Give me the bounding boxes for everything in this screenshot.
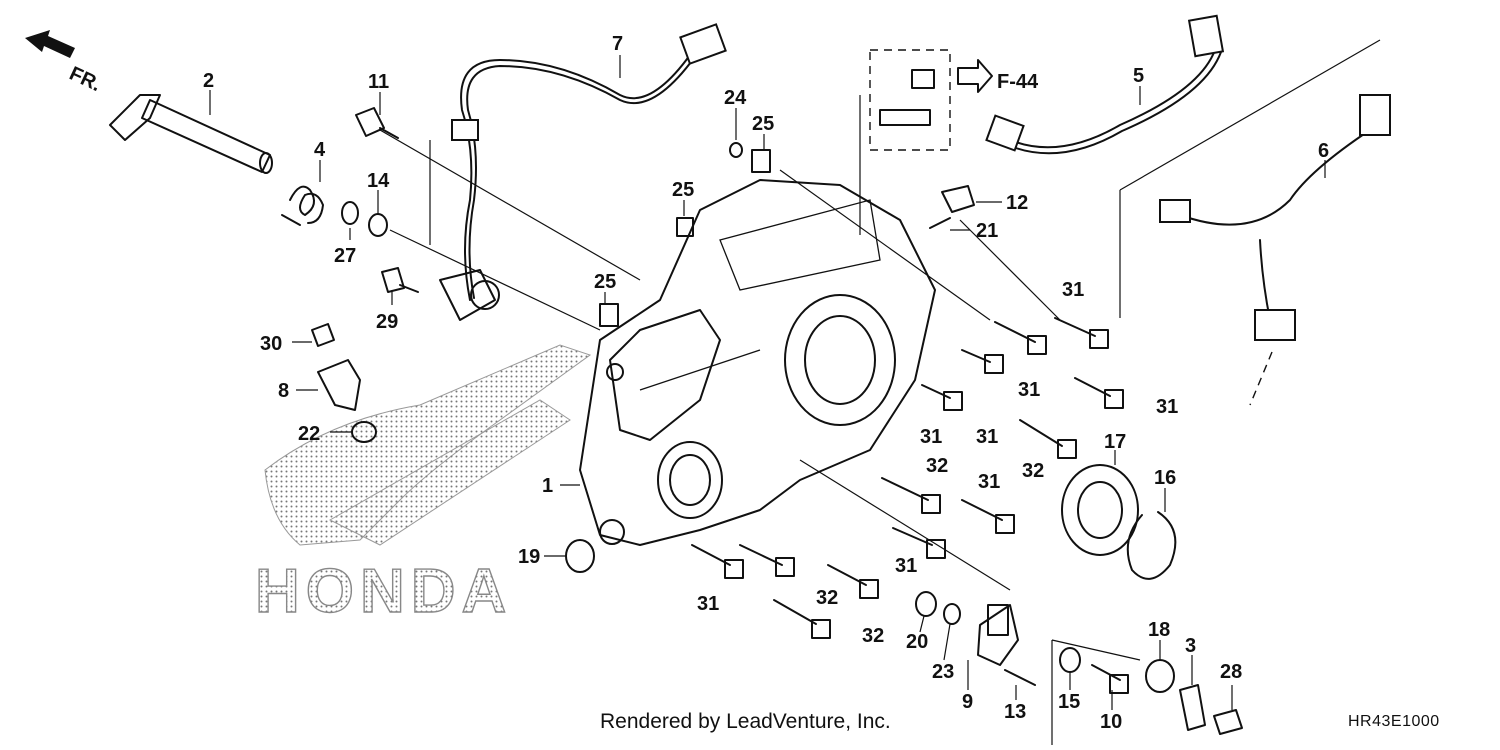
washer-26 xyxy=(341,201,359,225)
callout-21: 21 xyxy=(976,220,998,242)
plug-12 xyxy=(941,185,975,213)
render-credit: Rendered by LeadVenture, Inc. xyxy=(600,710,891,733)
callout-31-b: 31 xyxy=(1018,379,1040,401)
callout-10: 10 xyxy=(1100,711,1122,733)
callout-2: 2 xyxy=(203,70,214,92)
callout-8: 8 xyxy=(278,380,289,402)
callout-leaders xyxy=(209,55,1326,710)
wire-harness-7 xyxy=(439,23,727,321)
callout-6: 6 xyxy=(1318,140,1329,162)
reference-box: F-44 xyxy=(859,49,1039,235)
callout-30-b: 31 xyxy=(976,426,998,448)
callout-29: 30 xyxy=(260,333,282,355)
callout-labels: 2 4 11 14 27 29 30 8 22 7 24 25 25 25 1 … xyxy=(203,33,1329,733)
callout-11: 11 xyxy=(368,71,389,93)
callout-13: 13 xyxy=(1004,701,1026,723)
callout-25-middle: 25 xyxy=(672,179,694,201)
callout-14: 14 xyxy=(367,170,390,192)
honda-wing-watermark: HONDA xyxy=(254,344,592,627)
callout-17: 17 xyxy=(1104,431,1126,453)
callout-15: 15 xyxy=(1058,691,1080,713)
shift-shaft xyxy=(109,94,273,174)
callout-1: 1 xyxy=(542,475,553,497)
wire-harness-6 xyxy=(1159,94,1391,406)
dowel-25a xyxy=(599,303,619,327)
callout-26: 27 xyxy=(334,245,356,267)
callout-32-b: 32 xyxy=(926,455,948,477)
callout-31-c: 31 xyxy=(1156,396,1178,418)
callout-31-a: 31 xyxy=(1062,279,1084,301)
callout-16: 16 xyxy=(1154,467,1176,489)
callout-22: 22 xyxy=(298,423,320,445)
callout-32-a: 32 xyxy=(1022,460,1044,482)
callout-27: 28 xyxy=(1220,661,1242,683)
bolt-28 xyxy=(381,267,419,293)
o-ring-21 xyxy=(929,217,951,229)
honda-watermark-text: HONDA xyxy=(255,557,512,626)
seal-19 xyxy=(565,539,595,573)
wire-harness-5 xyxy=(985,14,1225,155)
crankcase-cover xyxy=(579,179,936,546)
panel-separator xyxy=(1119,39,1381,318)
callout-30-a: 31 xyxy=(920,426,942,448)
callout-31-e: 31 xyxy=(895,555,917,577)
reference-label: F-44 xyxy=(997,71,1039,93)
sensor-9 xyxy=(977,604,1019,666)
o-ring-23 xyxy=(943,603,961,625)
callout-9: 9 xyxy=(962,691,973,713)
callout-24: 24 xyxy=(724,87,747,109)
callout-12: 12 xyxy=(1006,192,1028,214)
callout-4: 4 xyxy=(314,139,326,161)
callout-25-upper: 25 xyxy=(752,113,774,135)
callout-23: 23 xyxy=(932,661,954,683)
callout-28: 29 xyxy=(376,311,398,333)
circlip-16 xyxy=(1126,511,1177,580)
bolt-group xyxy=(691,317,1124,639)
callout-7: 7 xyxy=(612,33,623,55)
front-direction-label: FR. xyxy=(66,63,104,97)
washer-24 xyxy=(729,142,743,158)
callout-25-lower: 25 xyxy=(594,271,616,293)
callout-20: 20 xyxy=(906,631,928,653)
diagram-code: HR43E1000 xyxy=(1348,713,1440,730)
bolt-11 xyxy=(355,107,399,139)
callout-19: 19 xyxy=(518,546,540,568)
dowel-25c xyxy=(751,149,771,173)
front-direction-arrow: FR. xyxy=(25,30,104,96)
callout-18: 18 xyxy=(1148,619,1170,641)
bearing-17 xyxy=(1061,464,1139,556)
callout-3: 3 xyxy=(1185,635,1196,657)
washer-20 xyxy=(915,591,937,617)
assembly-lines xyxy=(379,129,1061,591)
washer-14 xyxy=(368,213,388,237)
callout-31-d: 31 xyxy=(978,471,1000,493)
callout-31-h: 32 xyxy=(862,625,884,647)
callout-5: 5 xyxy=(1133,65,1144,87)
return-spring xyxy=(281,185,324,226)
bracket-group xyxy=(1051,639,1243,745)
callout-31-g: 32 xyxy=(816,587,838,609)
sensor-8 xyxy=(311,323,361,411)
bolt-13 xyxy=(1004,669,1036,686)
callout-31-f: 31 xyxy=(697,593,719,615)
